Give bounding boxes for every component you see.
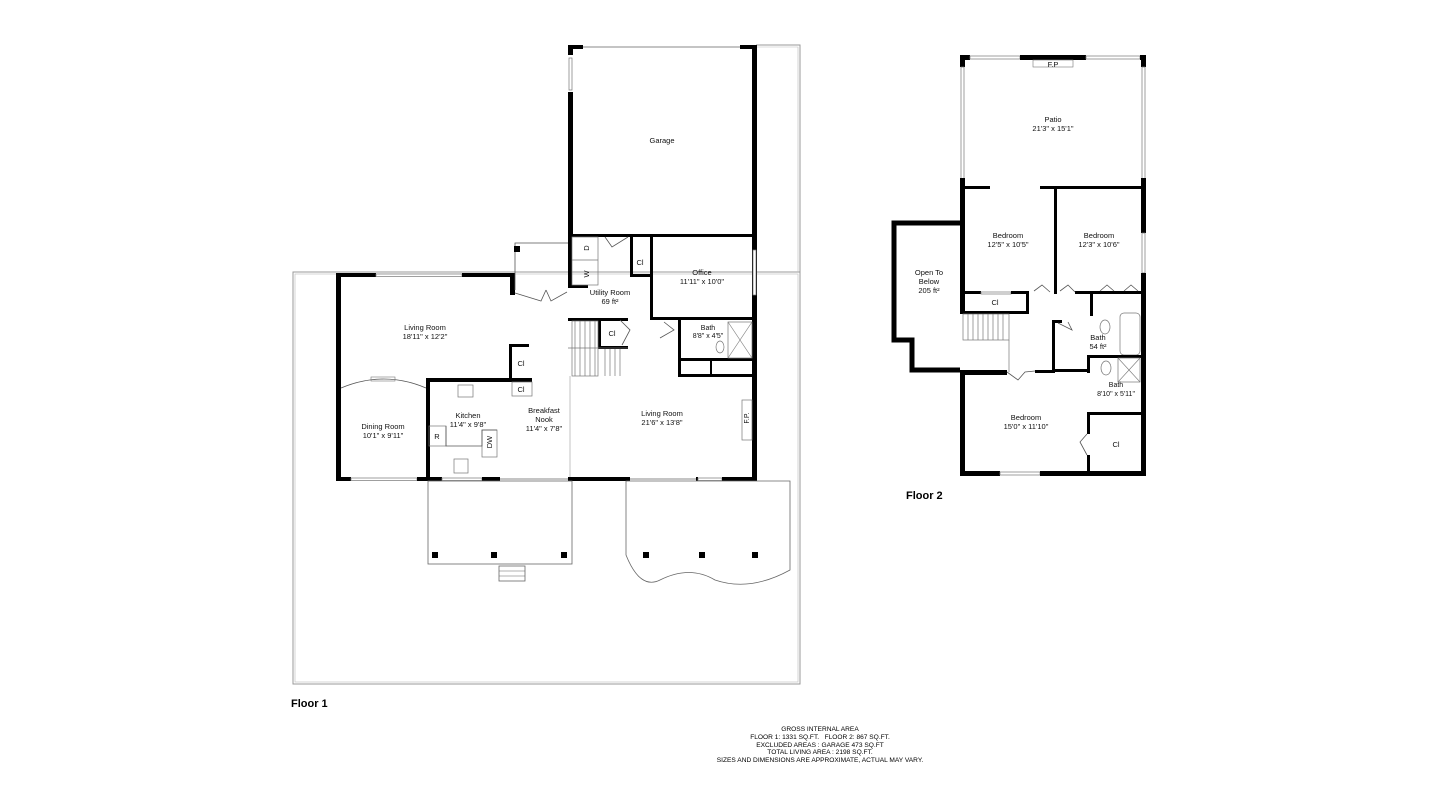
room-label-bath-2: Bath — [1090, 333, 1105, 342]
room-dims-open-to-below: 205 ft² — [918, 286, 940, 295]
floor1-plan: Garage Utility Room 69 ft² Office 11'11"… — [292, 44, 801, 685]
fireplace-label: F.P — [1048, 60, 1059, 69]
room-dims-bedroom-1: 12'5" x 10'5" — [987, 240, 1028, 249]
room-dims-bath-1: 8'8" x 4'5" — [693, 333, 724, 340]
room-label-living-room-1: Living Room — [404, 323, 446, 332]
floor-areas: FLOOR 1: 1331 sq.ft. FLOOR 2: 867 sq.ft. — [750, 733, 890, 741]
dryer-label: D — [582, 245, 591, 251]
closet-label: Cl — [608, 329, 615, 338]
room-dims-dining: 10'1" x 9'11" — [363, 431, 404, 440]
room-label-bedroom-1: Bedroom — [993, 231, 1023, 240]
room-dims-bath-2: 54 ft² — [1089, 342, 1107, 351]
room-label-kitchen: Kitchen — [455, 411, 480, 420]
closet-label: Cl — [1112, 440, 1119, 449]
room-label-patio: Patio — [1044, 115, 1061, 124]
room-label-living-room-2: Living Room — [641, 409, 683, 418]
room-label-garage: Garage — [649, 136, 674, 145]
room-label-bath-3: Bath — [1109, 382, 1124, 389]
room-dims-living-room-2: 21'6" x 13'8" — [641, 418, 682, 427]
room-dims-bath-3: 8'10" x 5'11" — [1097, 391, 1135, 398]
room-dims-living-room-1: 18'11" x 12'2" — [403, 332, 448, 341]
room-label-utility: Utility Room — [590, 288, 630, 297]
room-dims-bedroom-3: 15'0" x 11'10" — [1004, 422, 1049, 431]
room-label-bath-1: Bath — [701, 325, 716, 332]
floor2-title: Floor 2 — [906, 490, 943, 502]
floor2-plan: Patio 21'3" x 15'1" Bedroom 12'5" x 10'5… — [891, 55, 1146, 476]
disclaimer: SIZES AND DIMENSIONS ARE APPROXIMATE, AC… — [716, 757, 924, 765]
room-label-nook: Nook — [535, 415, 553, 424]
closet-label: Cl — [991, 298, 998, 307]
refrigerator-label: R — [434, 432, 440, 441]
room-label-bedroom-3: Bedroom — [1011, 413, 1041, 422]
room-label-dining: Dining Room — [361, 422, 404, 431]
floor1-title: Floor 1 — [291, 698, 328, 710]
room-dims-kitchen: 11'4" x 9'8" — [450, 420, 487, 429]
room-dims-breakfast-nook: 11'4" x 7'8" — [526, 424, 563, 433]
room-label-bedroom-2: Bedroom — [1084, 231, 1114, 240]
room-dims-office: 11'11" x 10'0" — [680, 277, 725, 286]
room-dims-utility: 69 ft² — [601, 297, 619, 306]
room-label-breakfast: Breakfast — [528, 406, 561, 415]
closet-label: Cl — [517, 359, 524, 368]
closet-label: Cl — [517, 385, 524, 394]
fireplace-label: F.P. — [744, 412, 751, 423]
excluded-areas: EXCLUDED AREAS : GARAGE 473 sq.ft — [756, 741, 884, 749]
room-label-below: Below — [919, 277, 940, 286]
dishwasher-label: DW — [485, 435, 494, 448]
closet-label: Cl — [636, 258, 643, 267]
total-living-area: TOTAL LIVING AREA : 2198 sq.ft. — [767, 749, 873, 757]
room-dims-bedroom-2: 12'3" x 10'6" — [1078, 240, 1119, 249]
room-dims-patio: 21'3" x 15'1" — [1032, 124, 1073, 133]
area-summary: GROSS INTERNAL AREA FLOOR 1: 1331 sq.ft.… — [640, 726, 1000, 765]
washer-label: W — [582, 270, 591, 278]
area-summary-heading: GROSS INTERNAL AREA — [781, 726, 859, 733]
room-label-office: Office — [692, 268, 711, 277]
room-label-open-to: Open To — [915, 268, 943, 277]
